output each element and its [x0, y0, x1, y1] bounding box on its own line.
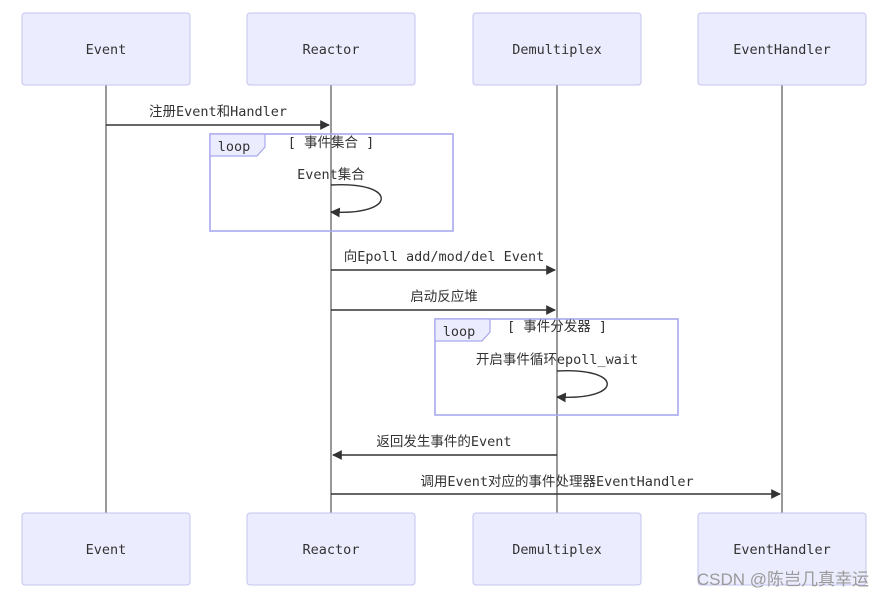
self-loop-arrow	[330, 184, 382, 218]
message-label: 注册Event和Handler	[149, 104, 287, 120]
actor-label: Demultiplex	[512, 42, 601, 58]
loop-title: [ 事件集合 ]	[288, 135, 375, 151]
actor-event-top: Event	[21, 12, 191, 86]
loop-frame-event-collection: loop [ 事件集合 ] Event集合	[209, 133, 454, 232]
actor-demultiplex-top: Demultiplex	[472, 12, 642, 86]
message-call-handler: 调用Event对应的事件处理器EventHandler	[331, 473, 781, 499]
loop-frame-dispatcher: loop [ 事件分发器 ] 开启事件循环epoll_wait	[434, 318, 679, 416]
loop-box	[209, 133, 454, 232]
message-register: 注册Event和Handler	[106, 104, 330, 130]
actor-label: EventHandler	[733, 542, 831, 558]
actor-eventhandler-bottom: EventHandler	[697, 512, 867, 586]
loop-tag-label: loop	[218, 139, 251, 155]
actor-label: Reactor	[303, 542, 360, 558]
actor-label: Reactor	[303, 42, 360, 58]
actor-label: EventHandler	[733, 42, 831, 58]
self-message-label: Event集合	[297, 167, 365, 183]
message-label: 启动反应堆	[410, 288, 478, 305]
message-label: 调用Event对应的事件处理器EventHandler	[420, 473, 693, 490]
message-start-reactor: 启动反应堆	[331, 288, 556, 315]
actor-reactor-bottom: Reactor	[246, 512, 416, 586]
message-label: 向Epoll add/mod/del Event	[344, 249, 544, 265]
watermark: CSDN @陈岂几真幸运	[697, 570, 869, 589]
loop-tag-shape	[434, 318, 491, 342]
actor-reactor-top: Reactor	[246, 12, 416, 86]
message-label: 返回发生事件的Event	[376, 434, 511, 450]
message-return-event: 返回发生事件的Event	[332, 434, 557, 460]
loop-tag-label: loop	[443, 324, 476, 340]
loop-tag-shape	[209, 133, 266, 157]
actor-label: Demultiplex	[512, 542, 601, 558]
actor-event-bottom: Event	[21, 512, 191, 586]
actor-label: Event	[86, 542, 127, 558]
actor-demultiplex-bottom: Demultiplex	[472, 512, 642, 586]
loop-title: [ 事件分发器 ]	[507, 319, 607, 335]
loop-box	[434, 318, 679, 416]
self-loop-arrow	[556, 370, 608, 403]
actor-eventhandler-top: EventHandler	[697, 12, 867, 86]
actor-label: Event	[86, 42, 127, 58]
self-message-label: 开启事件循环epoll_wait	[476, 352, 638, 368]
message-epoll-ctl: 向Epoll add/mod/del Event	[331, 249, 556, 275]
